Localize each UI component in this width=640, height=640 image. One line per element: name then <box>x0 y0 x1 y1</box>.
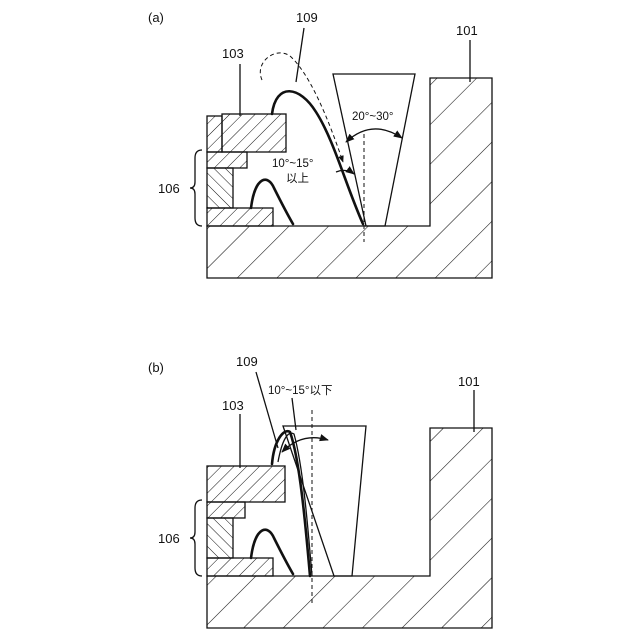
label-109-a: 109 <box>296 10 318 25</box>
step-mid-a <box>207 152 247 168</box>
label-small-angle-qualifier-a: 以上 <box>286 172 309 185</box>
label-106-b: 106 <box>158 531 180 546</box>
panel-a: (a) 20°~30° 10°~15° 以上 109 103 101 <box>148 10 492 278</box>
step-mid-b <box>207 502 245 518</box>
step-bottom-b <box>207 558 273 576</box>
label-angle-range-a: 20°~30° <box>352 111 394 123</box>
wire-109-upper-b <box>272 431 310 576</box>
brace-106-b <box>190 500 202 576</box>
step-top-a <box>207 116 222 152</box>
arc-10-15-a <box>336 170 354 174</box>
arc-20-30-a <box>346 129 402 142</box>
block-103-b <box>207 466 285 502</box>
label-103-a: 103 <box>222 46 244 61</box>
leader-angle-b <box>292 398 296 430</box>
label-101-a: 101 <box>456 23 478 38</box>
label-101-b: 101 <box>458 374 480 389</box>
panel-b-tag: (b) <box>148 360 164 375</box>
step-side-b <box>207 518 233 558</box>
leader-109-a <box>296 28 304 82</box>
base-101-b <box>207 428 492 628</box>
step-bottom-a <box>207 208 273 226</box>
leader-109-b <box>256 372 278 448</box>
label-106-a: 106 <box>158 181 180 196</box>
panel-a-tag: (a) <box>148 10 164 25</box>
label-small-angle-a: 10°~15° <box>272 158 314 170</box>
step-side-a <box>207 168 233 208</box>
brace-106-a <box>190 150 202 226</box>
base-101-a <box>207 78 492 278</box>
tool-a <box>333 74 415 226</box>
panel-b: (b) 10°~15°以下 109 103 101 106 <box>148 354 492 628</box>
label-109-b: 109 <box>236 354 258 369</box>
label-small-angle-b: 10°~15°以下 <box>268 384 333 397</box>
block-103-a <box>222 114 286 152</box>
label-103-b: 103 <box>222 398 244 413</box>
